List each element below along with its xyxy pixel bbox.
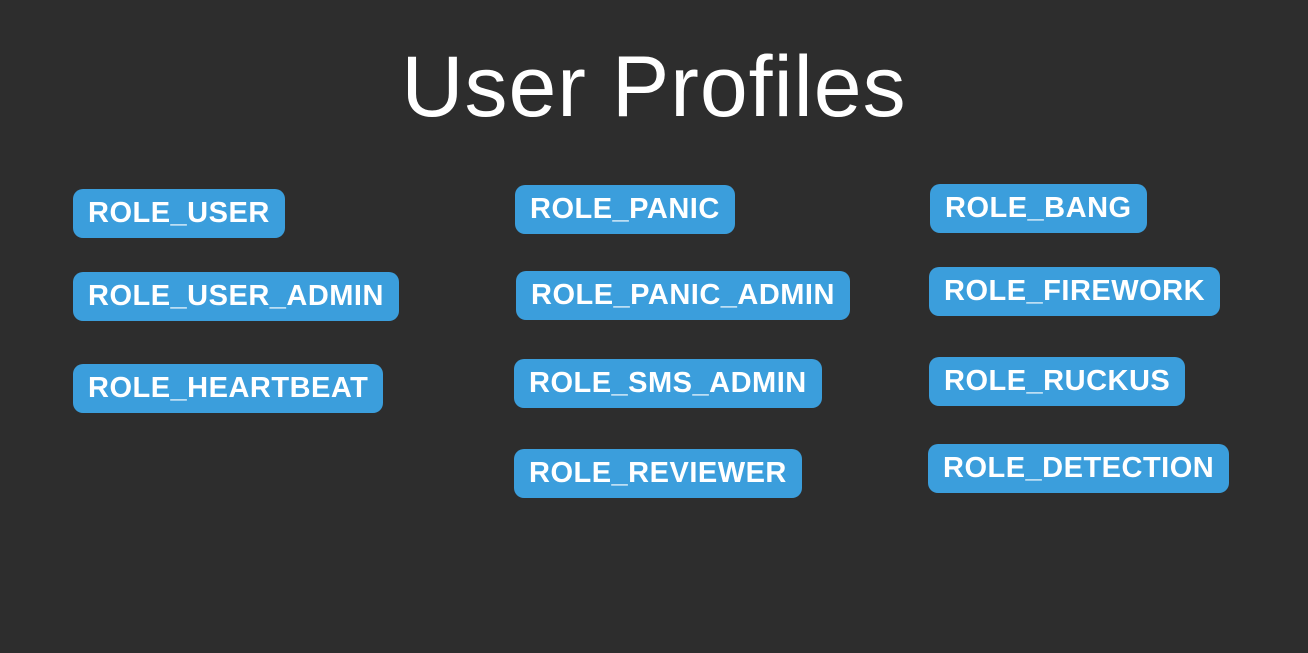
role-badge-role-panic[interactable]: ROLE_PANIC xyxy=(515,185,735,234)
role-badge-role-heartbeat[interactable]: ROLE_HEARTBEAT xyxy=(73,364,384,413)
role-badge-role-panic-admin[interactable]: ROLE_PANIC_ADMIN xyxy=(516,271,850,320)
page-title: User Profiles xyxy=(401,39,907,135)
role-badge-role-bang[interactable]: ROLE_BANG xyxy=(930,184,1147,233)
role-badge-role-reviewer[interactable]: ROLE_REVIEWER xyxy=(514,449,802,498)
role-badge-role-sms-admin[interactable]: ROLE_SMS_ADMIN xyxy=(514,359,822,408)
role-badge-role-ruckus[interactable]: ROLE_RUCKUS xyxy=(929,357,1186,406)
role-badge-role-user-admin[interactable]: ROLE_USER_ADMIN xyxy=(73,272,399,321)
role-badge-role-firework[interactable]: ROLE_FIREWORK xyxy=(929,267,1221,316)
role-badge-role-user[interactable]: ROLE_USER xyxy=(73,189,285,238)
role-badge-role-detection[interactable]: ROLE_DETECTION xyxy=(928,444,1230,493)
